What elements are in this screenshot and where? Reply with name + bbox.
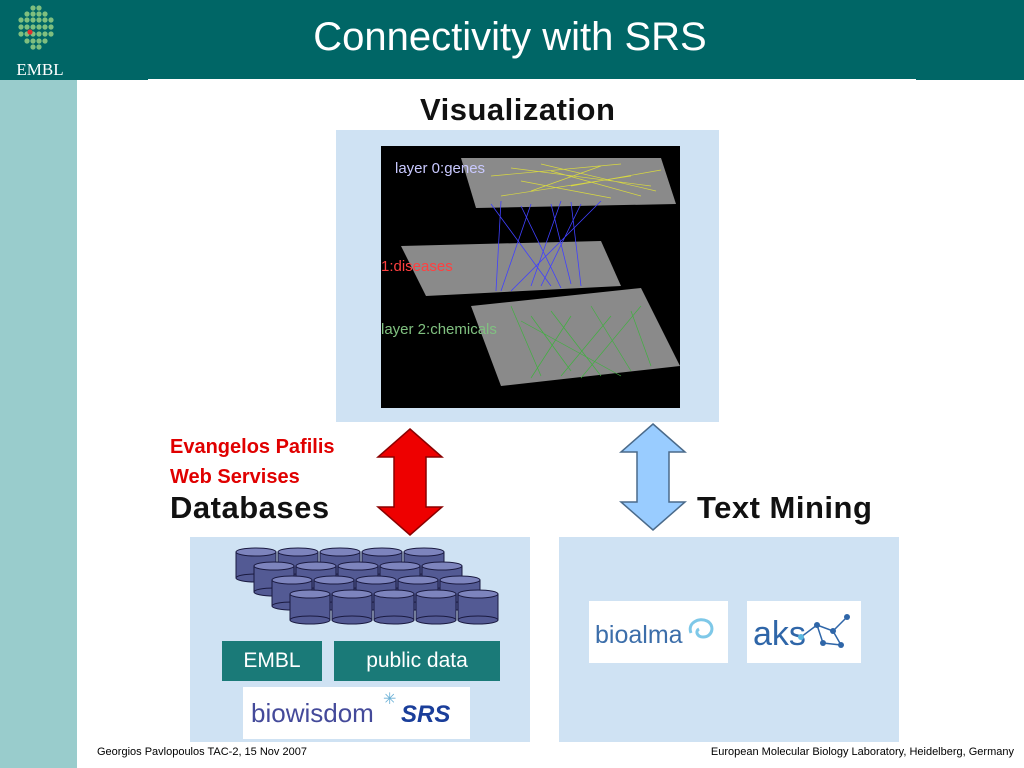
bioalma-swirl-icon <box>688 618 714 639</box>
visualization-label: Visualization <box>420 92 616 127</box>
network-nodes-icon <box>798 614 850 648</box>
red-double-arrow-icon <box>376 428 444 536</box>
biowisdom-text: biowisdom <box>251 698 374 728</box>
disease-chemical-edges <box>510 305 652 379</box>
layer-label-chemicals: layer 2:chemicals <box>381 321 497 338</box>
biowisdom-srs-logo: biowisdom ✳ SRS <box>243 687 470 739</box>
aks-logo: aks <box>747 601 861 663</box>
asterisk-icon: ✳ <box>383 691 397 708</box>
embl-tag: EMBL <box>222 641 322 681</box>
footer-right: European Molecular Biology Laboratory, H… <box>710 746 1014 758</box>
bioalma-text: bioalma <box>595 621 683 649</box>
aks-text: aks <box>753 615 806 653</box>
gene-disease-edges <box>490 200 602 292</box>
database-cylinders-icon <box>235 547 499 625</box>
slide-title: Connectivity with SRS <box>313 15 707 59</box>
embl-logo-text: EMBL <box>16 60 64 79</box>
embl-logo-icon <box>18 5 54 50</box>
slide-header <box>0 0 1024 80</box>
footer-left: Georgios Pavlopoulos TAC-2, 15 Nov 2007 <box>97 746 307 758</box>
public-data-tag: public data <box>334 641 500 681</box>
layer-label-genes: layer 0:genes <box>395 160 486 177</box>
header-divider <box>148 79 916 81</box>
gene-edges <box>490 163 662 199</box>
network-layers-graphic <box>401 158 680 386</box>
text-mining-label: Text Mining <box>697 490 873 525</box>
layer-plane-0 <box>461 158 676 208</box>
layer-label-diseases: 1:diseases <box>381 258 453 275</box>
blue-double-arrow-icon <box>619 423 687 531</box>
databases-label: Databases <box>170 490 330 525</box>
layer-plane-2 <box>471 288 680 386</box>
network-visualization: layer 0:genes 1:diseases layer 2:chemica… <box>381 146 680 408</box>
layer-plane-1 <box>401 241 621 296</box>
bioalma-logo: bioalma <box>589 601 728 663</box>
slide-sidebar <box>0 80 77 768</box>
author-note: Evangelos Pafilis <box>170 436 335 458</box>
web-services-note: Web Servises <box>170 466 300 488</box>
srs-text: SRS <box>401 701 451 728</box>
